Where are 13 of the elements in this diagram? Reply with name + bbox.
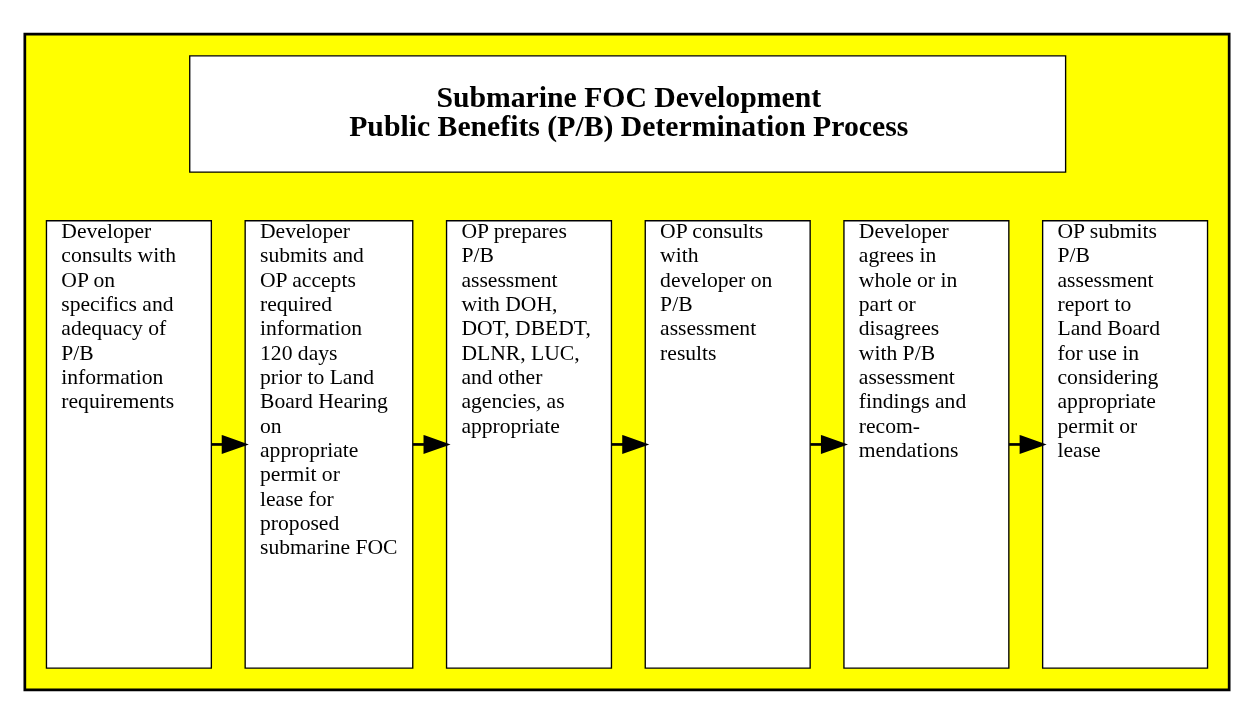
node-box: Developer submits and OP accepts required information 120 days prior to Land Board Hearing on appropriate permit or lease for proposed submarine FOC	[244, 220, 414, 669]
cluster	[23, 32, 1231, 692]
node-box: OP prepares P/B assessment with DOH, DOT, DBEDT, DLNR, LUC, and other agencies, as appropriate	[445, 220, 613, 669]
node-box: OP submits P/B assessment report to Land Board for use in considering appropriate permit or lease	[1041, 220, 1209, 669]
node-box: Developer consults with OP on specifics and adequacy of P/B information requirements	[45, 220, 213, 669]
node-box: Developer agrees in whole or in part or disagrees with P/B assessment findings and recom- mendations	[843, 220, 1010, 669]
node-box: Submarine FOC Development Public Benefits (P/B) Determination Process	[189, 55, 1067, 173]
arrow	[211, 434, 249, 454]
arrow	[810, 434, 848, 454]
node-box: OP consults with developer on P/B assessment results	[644, 220, 811, 669]
arrow	[412, 434, 451, 454]
arrow	[611, 434, 650, 454]
arrow	[1009, 434, 1047, 454]
